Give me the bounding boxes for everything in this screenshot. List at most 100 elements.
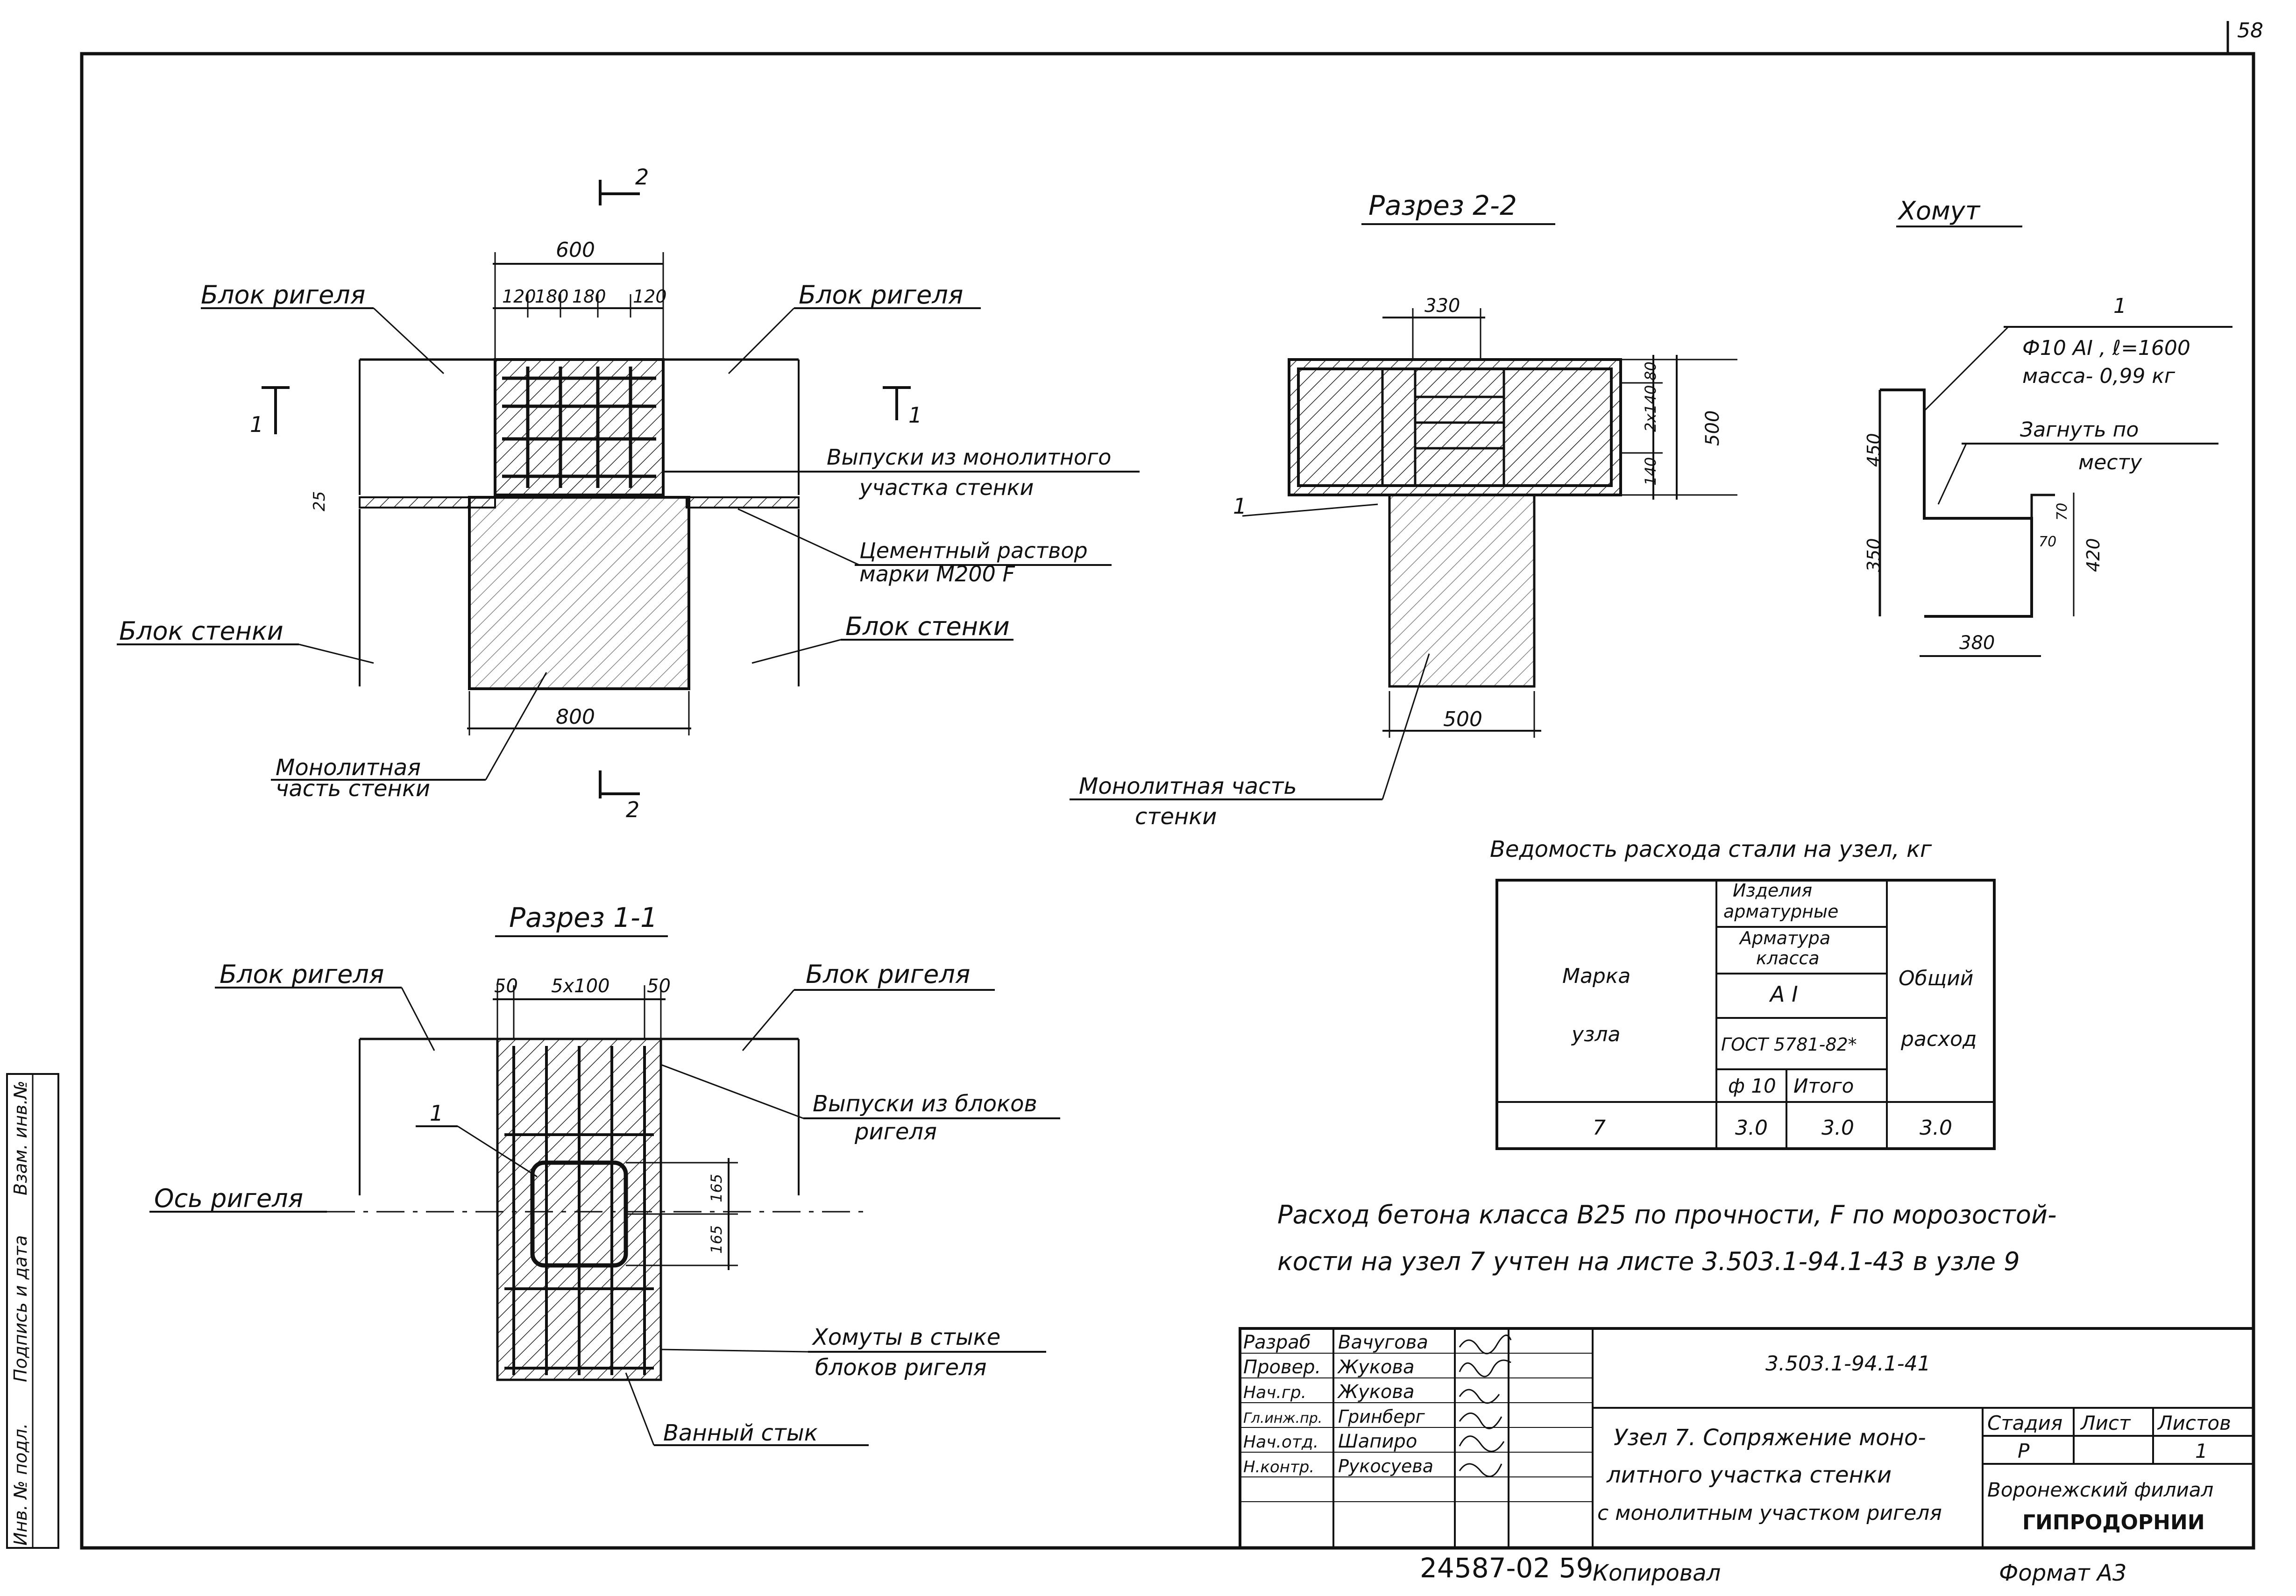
org-2: ГИПРОДОРНИИ [2022, 1511, 2205, 1534]
name-1: Жукова [1337, 1356, 1414, 1378]
section-2-2-monolithic: Монолитная часть [1079, 773, 1297, 799]
archive-number: 24587-02 59 [1420, 1552, 1593, 1584]
section-2-2: Разрез 2-2 330 80 2х140 140 [1070, 190, 1737, 830]
th-gost: ГОСТ 5781-82* [1721, 1034, 1857, 1055]
s11-block-rigel-left: Блок ригеля [220, 960, 384, 989]
plan-block-wall-left: Блок стенки [119, 616, 283, 646]
title-line-1: Узел 7. Сопряжение моно- [1614, 1425, 1926, 1451]
dim-2x140: 2х140 [1642, 385, 1659, 432]
dim-180-a: 180 [535, 286, 569, 307]
concrete-note-2: кости на узел 7 учтен на листе 3.503.1-9… [1277, 1247, 2020, 1276]
dim-180-b: 180 [572, 286, 606, 307]
sheet-label: Лист [2080, 1412, 2131, 1434]
dim-5x100: 5х100 [551, 975, 609, 997]
s11-clamps: Хомуты в стыке [811, 1324, 1000, 1350]
plan-block-wall-right: Блок стенки [845, 612, 1010, 641]
clamp-bend-1: Загнуть по [2020, 418, 2139, 442]
s11-leader-1: 1 [430, 1101, 443, 1126]
dim-350: 350 [1864, 538, 1884, 572]
plan-block-rigel-right: Блок ригеля [799, 280, 963, 310]
th-products-1: Изделия [1733, 880, 1812, 901]
cut-1-left: 1 [250, 412, 263, 437]
role-0: Разраб [1243, 1332, 1311, 1353]
s11-clamps-2: блоков ригеля [815, 1355, 987, 1381]
section-2-2-leader-1: 1 [1233, 494, 1247, 519]
stage-label: Стадия [1987, 1412, 2062, 1434]
name-4: Шапиро [1338, 1431, 1417, 1452]
dim-70-a: 70 [2054, 503, 2070, 521]
role-3: Гл.инж.пр. [1243, 1410, 1322, 1427]
title-line-2: литного участка стенки [1606, 1462, 1892, 1488]
mortar-strip-left [360, 497, 495, 508]
dim-600: 600 [556, 238, 595, 262]
th-rebar-1: Арматура [1738, 928, 1830, 948]
dim-330: 330 [1424, 295, 1460, 317]
title-block: Разраб Провер. Нач.гр. Гл.инж.пр. Нач.от… [1239, 1327, 2255, 1549]
copied-by: Копировал [1593, 1560, 1721, 1586]
s11-axis: Ось ригеля [154, 1184, 303, 1213]
mortar-strip-right [687, 497, 799, 508]
role-5: Н.контр. [1243, 1458, 1314, 1476]
concrete-note-1: Расход бетона класса В25 по прочности, F… [1277, 1200, 2057, 1229]
dim-500-h: 500 [1443, 707, 1482, 731]
dim-120-a: 120 [502, 286, 536, 307]
th-overall-2: расход [1900, 1027, 1977, 1051]
plan-releases: Выпуски из монолитного [827, 445, 1111, 470]
s11-block-rigel-right: Блок ригеля [806, 960, 970, 989]
name-3: Гринберг [1338, 1406, 1425, 1427]
section-1-1: Разрез 1-1 Блок ригеля Блок ригеля Ось р… [149, 902, 1060, 1446]
plan-view: 600 120 180 180 120 800 25 Блок ригеля Б… [117, 164, 1140, 822]
s11-releases-2: ригеля [854, 1119, 937, 1145]
td-mark: 7 [1593, 1116, 1606, 1140]
sheets-value: 1 [2195, 1440, 2208, 1462]
th-diameter: ф 10 [1728, 1074, 1776, 1097]
name-5: Рукосуева [1338, 1456, 1433, 1476]
dim-800: 800 [556, 705, 595, 729]
role-2: Нач.гр. [1243, 1383, 1306, 1402]
clamp-leader-1: 1 [2113, 294, 2126, 318]
dim-165-a: 165 [708, 1174, 725, 1202]
stage-value: Р [2018, 1440, 2030, 1462]
signatures [1459, 1335, 1512, 1477]
th-products-2: арматурные [1723, 901, 1838, 922]
dim-380: 380 [1959, 632, 1995, 654]
org-1: Воронежский филиал [1987, 1478, 2213, 1501]
role-1: Провер. [1243, 1356, 1321, 1378]
dim-80: 80 [1642, 361, 1659, 381]
sheets-label: Листов [2157, 1412, 2231, 1434]
dim-500-v: 500 [1702, 410, 1723, 446]
plan-mortar: Цементный раствор [859, 538, 1088, 563]
monolith-joint-zone [495, 360, 663, 495]
plan-releases-2: участка стенки [858, 475, 1034, 500]
s11-releases: Выпуски из блоков [813, 1091, 1037, 1117]
sheet-number: 58 [2237, 19, 2263, 42]
steel-table: Ведомость расхода стали на узел, кг Марк… [1490, 836, 1996, 1150]
td-d10: 3.0 [1735, 1116, 1768, 1140]
format-label: Формат А3 [1999, 1560, 2126, 1586]
td-total: 3.0 [1821, 1116, 1854, 1140]
cut-2-bottom: 2 [626, 797, 639, 822]
dim-140: 140 [1642, 457, 1659, 486]
clamp-detail: Хомут 1 Ф10 АI , ℓ=1600 масса- 0,99 кг З… [1864, 196, 2232, 657]
sheet-frame [80, 52, 2255, 1550]
th-rebar-2: класса [1756, 948, 1820, 968]
dim-450: 450 [1864, 433, 1884, 467]
steel-table-title: Ведомость расхода стали на узел, кг [1490, 836, 1932, 862]
th-total: Итого [1793, 1074, 1854, 1097]
cut-1-right: 1 [908, 403, 922, 428]
side-stamp: Инв. № подл. Подпись и дата Взам. инв.№ [6, 1073, 59, 1549]
clamp-spec-1: Ф10 АI , ℓ=1600 [2022, 336, 2190, 360]
th-overall-1: Общий [1899, 967, 1973, 990]
title-line-3: с монолитным участком ригеля [1597, 1501, 1942, 1525]
role-4: Нач.отд. [1243, 1433, 1318, 1452]
dim-120-b: 120 [633, 286, 667, 307]
th-class: А I [1769, 982, 1798, 1007]
dim-420: 420 [2083, 538, 2104, 572]
section-1-1-title: Разрез 1-1 [509, 902, 658, 933]
s11-bath-joint: Ванный стык [663, 1420, 818, 1446]
td-overall: 3.0 [1920, 1116, 1952, 1140]
doc-code: 3.503.1-94.1-41 [1765, 1352, 1931, 1376]
plan-block-rigel-left: Блок ригеля [201, 280, 365, 310]
dim-165-b: 165 [708, 1225, 725, 1254]
